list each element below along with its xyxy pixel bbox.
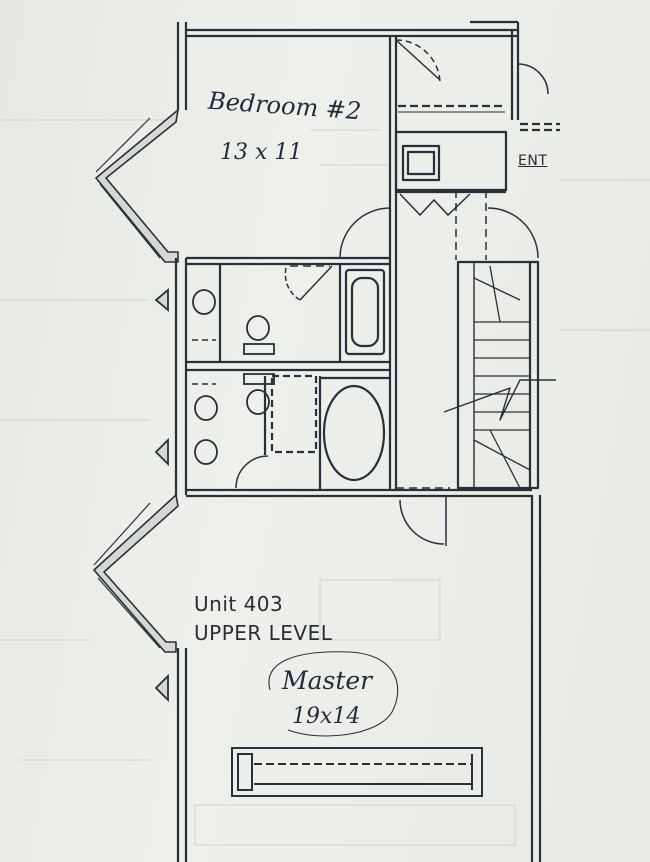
faint-background-lines xyxy=(0,119,650,846)
doors xyxy=(192,39,549,546)
unit-label: Unit 403 xyxy=(194,592,284,616)
master-size: 19x14 xyxy=(292,704,361,729)
master-circle-mark xyxy=(268,651,399,737)
level-label: UPPER LEVEL xyxy=(194,621,333,645)
bedroom2-size: 13 x 11 xyxy=(220,140,303,165)
master-name: Master xyxy=(282,666,373,695)
entry-label: ENT xyxy=(518,153,548,169)
fixtures xyxy=(154,288,275,703)
walls xyxy=(93,20,560,862)
master-bench xyxy=(231,747,483,797)
